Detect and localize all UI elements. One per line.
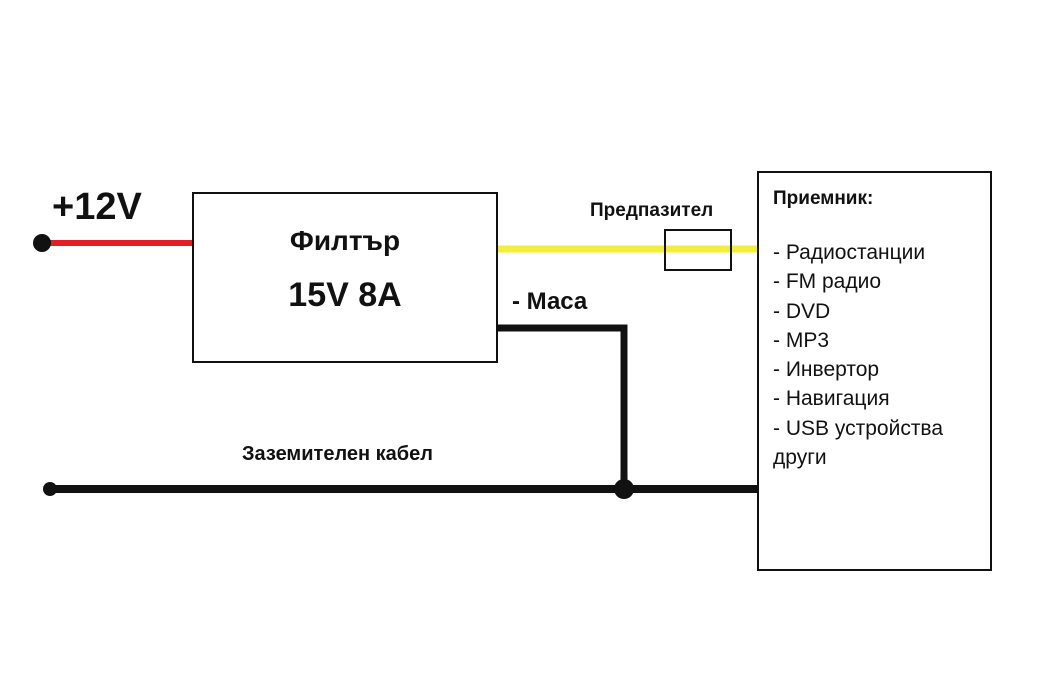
supply-voltage-label: +12V — [52, 186, 142, 228]
receiver-item: - Навигация — [773, 387, 890, 411]
receiver-title: Приемник: — [773, 188, 874, 209]
receiver-item: - FM радио — [773, 270, 882, 294]
receiver-box — [757, 171, 992, 571]
receiver-item: - USB устройства — [773, 416, 944, 440]
receiver-item: - DVD — [773, 299, 831, 323]
filter-box — [192, 192, 498, 363]
receiver-item: - Инвертор — [773, 358, 880, 382]
receiver-item: - Радиостанции — [773, 241, 926, 264]
fuse-symbol — [664, 229, 732, 271]
receiver-item: - MP3 — [773, 328, 830, 352]
receiver-text: Приемник: - Радиостанции - FM радио - DV… — [773, 188, 943, 472]
receiver-item: други — [773, 446, 827, 470]
ground-label: - Маса — [512, 288, 588, 315]
filter-title: Филтър — [289, 225, 401, 256]
positive-terminal — [33, 234, 51, 252]
filter-spec: 15V 8A — [288, 276, 402, 314]
ground-junction — [614, 479, 634, 499]
ground-cable-label: Заземителен кабел — [242, 443, 433, 465]
receiver-list: - Радиостанции - FM радио - DVD - MP3 - … — [773, 238, 943, 472]
fuse-label: Предпазител — [590, 200, 714, 221]
ground-wire — [498, 324, 628, 489]
ground-cable-terminal — [43, 482, 57, 496]
